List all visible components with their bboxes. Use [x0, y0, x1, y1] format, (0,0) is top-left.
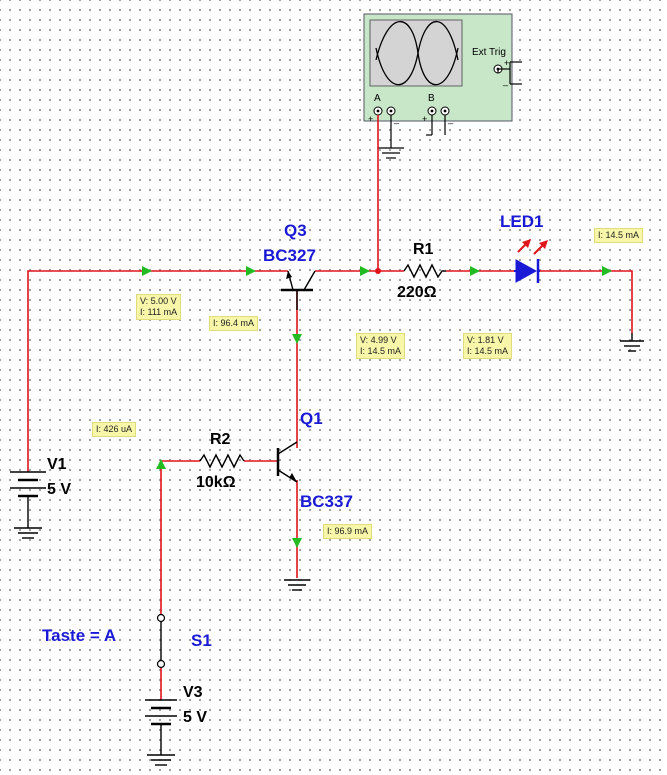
q1-ref: Q1	[300, 409, 323, 428]
v1-ref: V1	[47, 456, 67, 473]
oscilloscope[interactable]: Ext Trig + _ A B + _ + _	[363, 13, 513, 124]
v1-value: 5 V	[47, 481, 71, 498]
scope-ground-wire	[378, 115, 404, 159]
svg-text:_: _	[502, 76, 509, 86]
current-arrows	[142, 266, 612, 548]
led1-ref: LED1	[500, 212, 543, 231]
v3-value: 5 V	[183, 709, 207, 726]
channel-b-label: B	[428, 93, 435, 104]
q1-transistor[interactable]	[276, 441, 298, 483]
v1-battery[interactable]	[10, 440, 46, 539]
s1-key-label: Taste = A	[42, 626, 116, 645]
probe-q3-base: I: 96.4 mA	[209, 316, 259, 331]
r1-ref: R1	[413, 241, 434, 258]
r1-resistor[interactable]	[403, 263, 446, 279]
svg-text:_: _	[393, 114, 400, 124]
r2-value: 10kΩ	[196, 474, 236, 491]
probe-r2: I: 426 uA	[92, 422, 137, 437]
q3-ref: Q3	[284, 221, 307, 240]
svg-text:+: +	[368, 114, 373, 124]
r1-value: 220Ω	[397, 284, 437, 301]
ext-trig-label: Ext Trig	[472, 47, 506, 58]
led1-diode[interactable]	[514, 239, 548, 283]
probe-led-out: I: 14.5 mA	[594, 228, 644, 243]
q3-transistor[interactable]	[281, 270, 316, 310]
s1-switch[interactable]	[156, 613, 166, 669]
s1-ref: S1	[191, 631, 212, 650]
v3-battery[interactable]	[145, 699, 177, 766]
svg-text:+: +	[422, 114, 427, 124]
junction-node	[375, 268, 381, 274]
ext-trig-stub	[497, 61, 522, 85]
channel-b-stub	[426, 115, 446, 136]
wires	[27, 115, 633, 700]
q3-model: BC327	[263, 246, 316, 265]
q3-emitter-arrow	[286, 271, 292, 279]
v3-ref: V3	[183, 684, 203, 701]
r2-ref: R2	[210, 431, 231, 448]
svg-text:_: _	[447, 114, 454, 124]
scope-trace-b	[375, 21, 459, 86]
probe-q1-emitter: I: 96.9 mA	[323, 524, 373, 539]
ground-led	[620, 333, 644, 352]
q1-model: BC337	[300, 492, 353, 511]
r2-resistor[interactable]	[199, 453, 245, 469]
ground-q1	[284, 579, 310, 591]
svg-text:+: +	[504, 58, 509, 68]
q1-emitter-arrow	[289, 473, 297, 482]
channel-a-label: A	[374, 93, 381, 104]
